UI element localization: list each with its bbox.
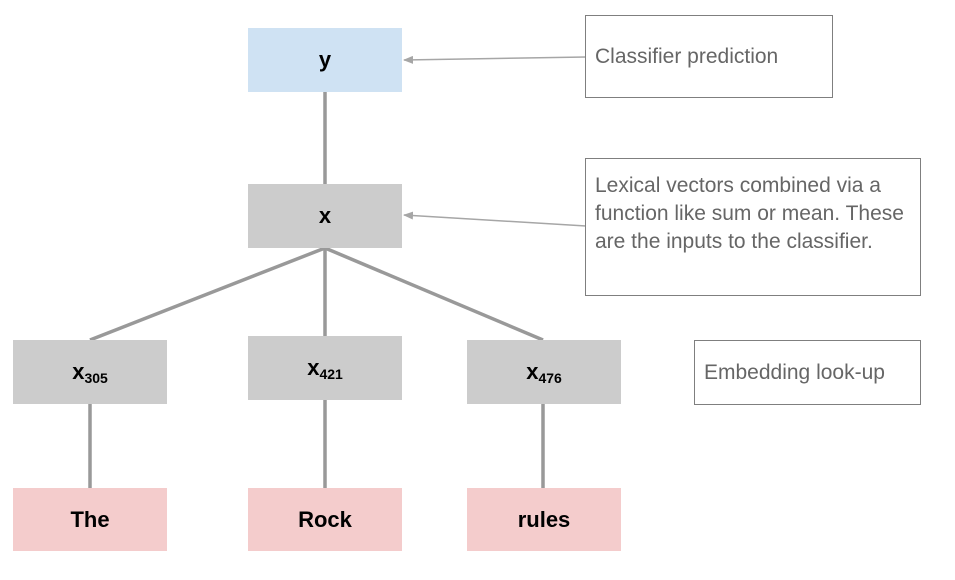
arrow-prediction — [403, 55, 587, 64]
annotation-embedding-text: Embedding look-up — [704, 360, 885, 384]
word-the: The — [13, 488, 167, 551]
node-x: x — [248, 184, 402, 248]
node-x305-base: x — [72, 359, 85, 384]
node-x305-subscript: 305 — [84, 370, 108, 386]
node-x476-base: x — [526, 359, 539, 384]
annotation-prediction-text: Classifier prediction — [595, 44, 779, 68]
node-y: y — [248, 28, 402, 92]
node-x-label: x — [318, 203, 332, 228]
edge-x-x476 — [324, 246, 544, 342]
annotation-embedding: Embedding look-up — [694, 340, 921, 405]
node-x421-base: x — [307, 355, 320, 380]
word-rock: Rock — [248, 488, 402, 551]
annotation-combined: Lexical vectors combined via a function … — [585, 158, 921, 296]
word-rules-label: rules — [517, 506, 571, 532]
word-rock-label: Rock — [298, 506, 352, 532]
annotation-prediction: Classifier prediction — [585, 15, 833, 98]
edge-x-x305 — [89, 246, 326, 342]
word-the-label: The — [70, 506, 110, 532]
node-x476-subscript: 476 — [538, 370, 562, 386]
node-y-label: y — [318, 47, 332, 72]
node-x421-subscript: 421 — [319, 366, 343, 382]
annotation-combined-text: Lexical vectors combined via a function … — [595, 174, 904, 253]
arrow-combined — [403, 211, 587, 227]
word-rules: rules — [467, 488, 621, 551]
